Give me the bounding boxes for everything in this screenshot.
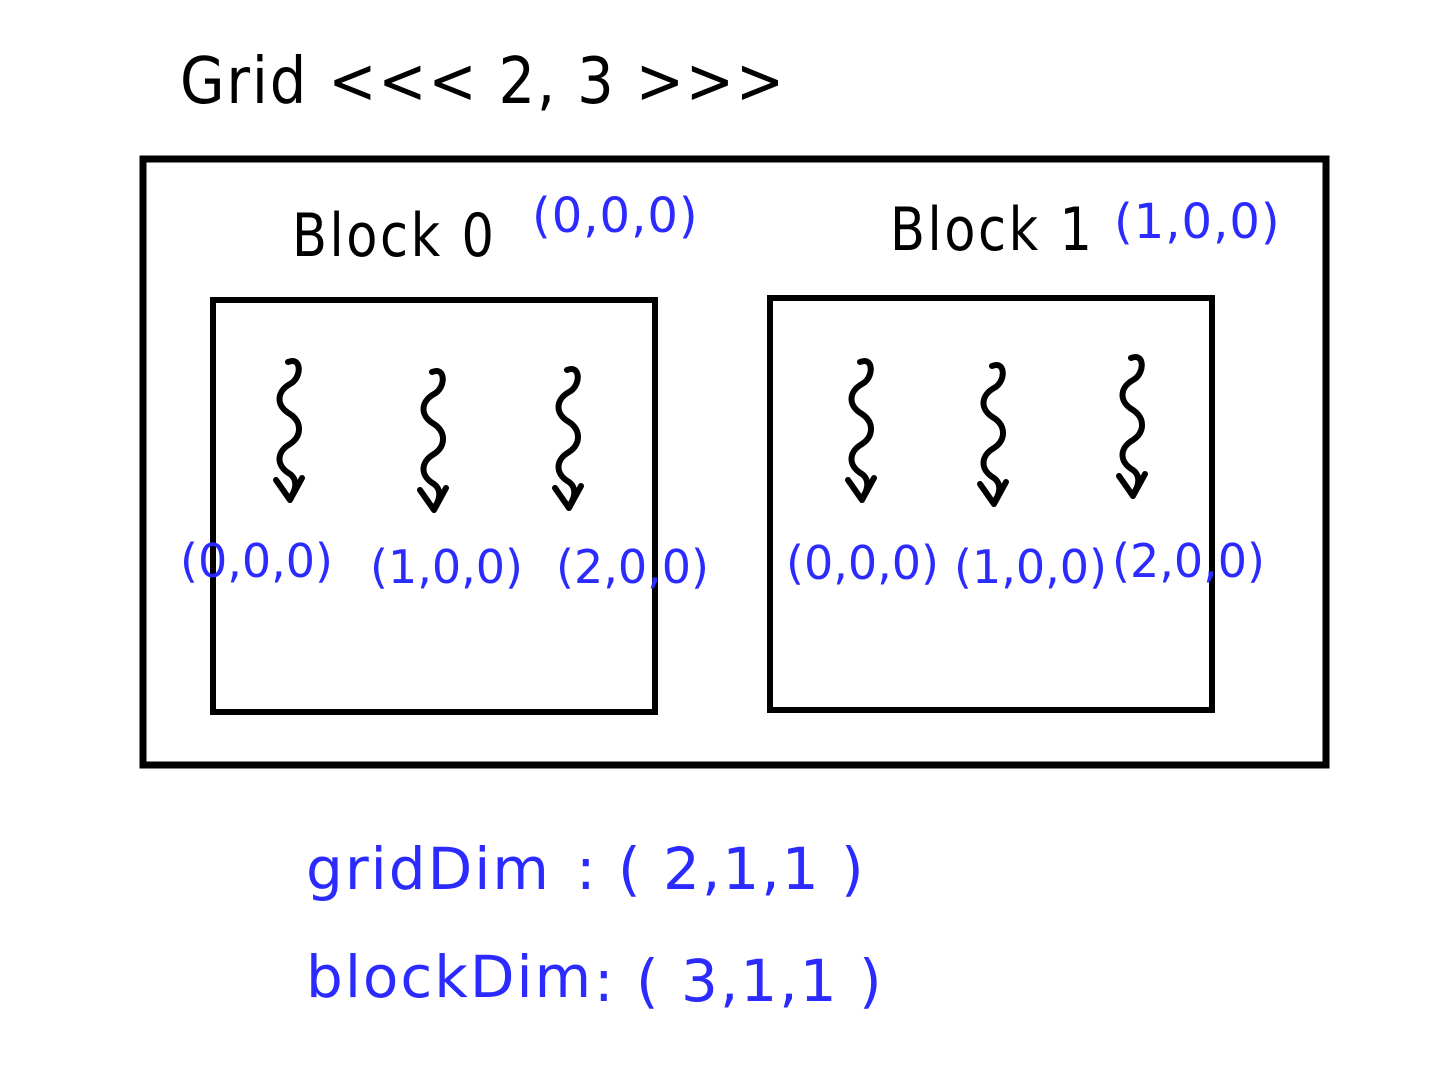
- block-1-frame: [767, 295, 1215, 713]
- thread-arrow-icon: [980, 365, 1006, 504]
- block-1-index: (1,0,0): [1114, 194, 1281, 250]
- grid-dim-value: : ( 2,1,1 ): [576, 835, 866, 903]
- block-dim-value: : ( 3,1,1 ): [594, 947, 884, 1015]
- block-1-label: Block 1: [890, 195, 1095, 265]
- thread-arrow-icon: [420, 371, 446, 510]
- block-0-thread-0-index: (0,0,0): [180, 534, 333, 588]
- thread-arrow-icon: [555, 369, 581, 508]
- grid-title: Grid <<< 2, 3 >>>: [180, 45, 786, 119]
- block-1-thread-1-index: (1,0,0): [954, 540, 1107, 594]
- block-0-thread-2-index: (2,0,0): [556, 540, 709, 594]
- thread-arrow-icon: [1119, 357, 1145, 496]
- block-1-thread-0-index: (0,0,0): [786, 536, 939, 590]
- grid-dim-label: gridDim: [306, 835, 551, 903]
- block-1-thread-2-index: (2,0,0): [1112, 534, 1265, 588]
- block-0-label: Block 0: [292, 201, 497, 271]
- thread-arrow-icon: [276, 361, 302, 500]
- block-0-thread-1-index: (1,0,0): [370, 540, 523, 594]
- block-0-frame: [210, 297, 658, 715]
- thread-arrow-icon: [848, 361, 874, 500]
- grid-frame: [139, 155, 1330, 769]
- block-dim-label: blockDim: [306, 943, 594, 1011]
- block-0-index: (0,0,0): [532, 188, 699, 244]
